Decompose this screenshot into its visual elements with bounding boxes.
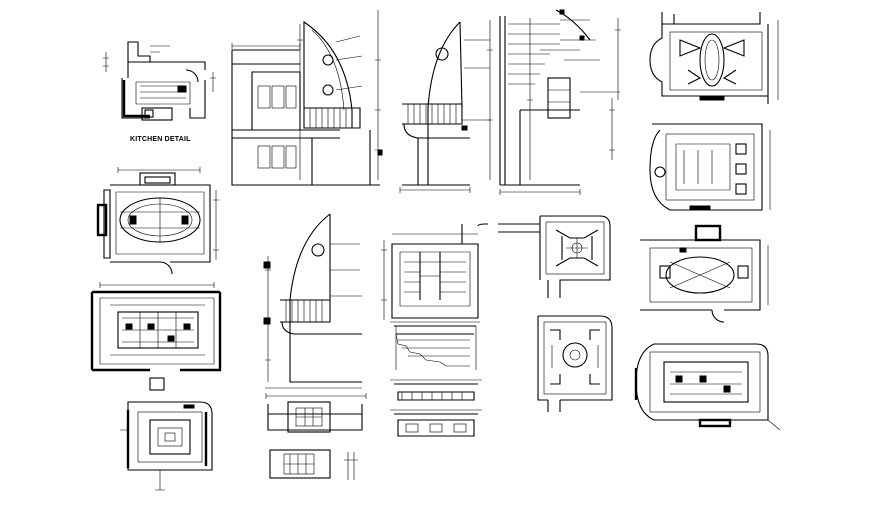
dimension-lines	[231, 43, 581, 389]
kitchen-detail-label: KITCHEN DETAIL	[130, 136, 191, 143]
elevation-c	[263, 213, 362, 383]
plan-right-3	[640, 224, 769, 323]
elevation-b	[402, 20, 493, 186]
elevation-a	[231, 10, 383, 186]
floor-plan-3	[120, 401, 213, 491]
kitchen-detail-plan	[103, 41, 216, 121]
tile-plan-1	[498, 215, 611, 298]
stair-section	[390, 321, 480, 370]
stair-plan	[381, 223, 488, 320]
floor-plan-2	[90, 282, 222, 391]
plan-right-4	[634, 343, 781, 431]
plan-top-right	[649, 12, 779, 104]
counter-elevations	[390, 379, 482, 437]
tile-plan-2	[537, 315, 613, 412]
section-drawing	[499, 9, 621, 186]
cabinet-details	[265, 393, 367, 480]
floor-plan-1	[96, 167, 219, 275]
plan-right-2	[649, 123, 771, 211]
